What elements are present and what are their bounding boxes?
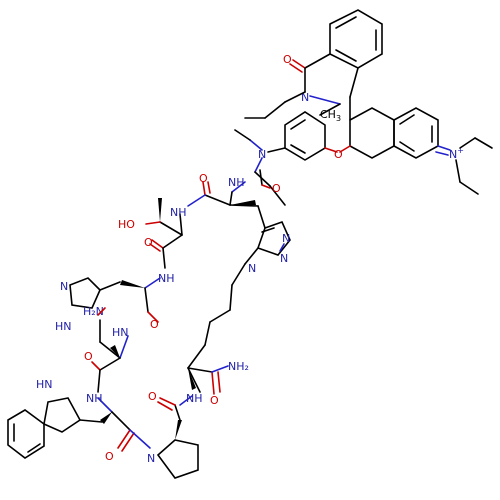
proline-nitrogen: N [147, 452, 155, 465]
terminal-carbonyl-oxygen: O [210, 394, 219, 407]
iminium-nitrogen: N+ [449, 146, 464, 161]
lysine-terminal [187, 365, 229, 395]
right-diethyliminium [435, 137, 493, 195]
terminal-amine: NH₂ [228, 360, 249, 373]
carbonyl-oxygen-top: O [272, 182, 281, 195]
lactam-nitrogen: N [301, 91, 309, 104]
histidine-residue [69, 277, 161, 323]
carbonyl-oxygen-pro: O [148, 390, 157, 403]
proline-residue [129, 395, 199, 479]
lactam-oxygen: O [283, 53, 292, 66]
amide-nh-thr: NH [170, 206, 187, 219]
carbonyl-oxygen-trp: O [105, 450, 114, 463]
threonine-residue [145, 198, 183, 269]
imidazole-nh: HN [55, 320, 72, 333]
left-diethylamino [234, 91, 306, 206]
carbonyl-oxygen-thr: O [199, 172, 208, 185]
triazole-linker [187, 204, 291, 369]
triazole-nitrogen-c: N [248, 262, 256, 275]
phthalimide-benzene-ring [329, 9, 383, 69]
asparagine-residue [91, 307, 129, 393]
threonine-hydroxyl: HO [118, 218, 135, 231]
carbonyl-oxygen-thr2: O [144, 236, 153, 249]
lactam-ring [289, 53, 359, 105]
carbonyl-oxygen-asn: O [84, 350, 93, 363]
triazole-nitrogen-a: N [282, 232, 290, 245]
xanthene-core [284, 96, 439, 161]
amide-nh-lys: NH [186, 392, 203, 405]
carbonyl-oxygen-his: O [150, 318, 159, 331]
triazole-nitrogen-b: N [280, 252, 288, 265]
imidazole-nitrogen: N [60, 280, 68, 293]
methyl-group-top: CH3 [320, 108, 341, 123]
amide-hn-ring: HN [112, 326, 129, 339]
xanthene-oxygen: O [334, 148, 343, 161]
amide-nh-trp: NH [86, 392, 103, 405]
amide-nh-top: NH [228, 176, 245, 189]
tryptophan-residue [7, 397, 135, 459]
left-amine-nitrogen: N [258, 148, 266, 161]
top-amide [187, 169, 271, 207]
indole-nh: HN [36, 378, 53, 391]
amide-nh-his: NH [158, 272, 175, 285]
